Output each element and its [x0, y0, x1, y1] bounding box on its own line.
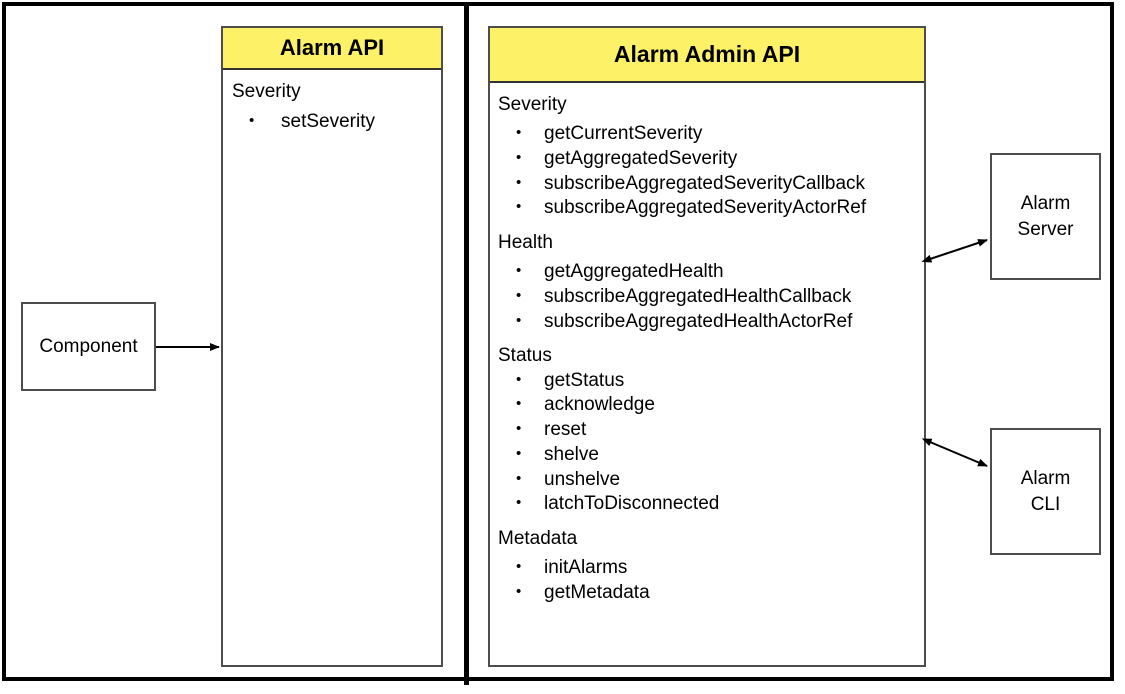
method-item[interactable]: subscribeAggregatedSeverityCallback	[490, 171, 924, 197]
section-title: Health	[498, 232, 553, 254]
alarm-server-line-2: Server	[1017, 218, 1074, 240]
method-item[interactable]: reset	[490, 417, 924, 443]
alarm-admin-api-header: Alarm Admin API	[490, 28, 924, 83]
section-severity: Severity getCurrentSeveritygetAggregatedS…	[490, 93, 924, 221]
section-health: HealthgetAggregatedHealthsubscribeAggreg…	[490, 231, 924, 334]
alarm-api-body: Severity setSeverity	[223, 70, 441, 135]
alarm-cli-line-2: CLI	[1030, 493, 1061, 515]
method-item[interactable]: getStatus	[490, 368, 924, 394]
method-item[interactable]: acknowledge	[490, 392, 924, 418]
alarm-server-line-1: Alarm	[1020, 193, 1071, 215]
component-box-label: Component	[39, 335, 138, 357]
section-title: Severity	[232, 81, 301, 102]
section-method-list: getCurrentSeveritygetAggregatedSeveritys…	[490, 121, 924, 221]
section-metadata: Metadata initAlarmsgetMetadata	[490, 527, 924, 606]
method-item[interactable]: getAggregatedSeverity	[490, 146, 924, 172]
alarm-cli-line-1: Alarm	[1020, 468, 1071, 490]
alarm-admin-api-card[interactable]: Alarm Admin API Severity getCurrentSeveri…	[488, 26, 926, 667]
method-item[interactable]: latchToDisconnected	[490, 491, 924, 517]
method-item[interactable]: subscribeAggregatedSeverityActorRef	[490, 195, 924, 221]
alarm-api-card[interactable]: Alarm API Severity setSeverity	[221, 26, 443, 667]
method-item[interactable]: subscribeAggregatedHealthActorRef	[490, 309, 924, 335]
method-item[interactable]: shelve	[490, 442, 924, 468]
panel-divider	[464, 2, 469, 685]
section-title: Status	[498, 345, 552, 367]
section-method-list: initAlarmsgetMetadata	[490, 555, 924, 606]
section-severity: Severity setSeverity	[223, 80, 441, 135]
alarm-admin-api-body: Severity getCurrentSeveritygetAggregatedS…	[490, 83, 924, 606]
method-item[interactable]: setSeverity	[223, 109, 441, 135]
method-item[interactable]: unshelve	[490, 467, 924, 493]
section-method-list: setSeverity	[223, 109, 441, 135]
section-method-list: getAggregatedHealthsubscribeAggregatedHe…	[490, 259, 924, 335]
outer-frame	[2, 2, 1114, 681]
method-item[interactable]: subscribeAggregatedHealthCallback	[490, 284, 924, 310]
section-title: Metadata	[498, 527, 578, 549]
method-item[interactable]: getAggregatedHealth	[490, 259, 924, 285]
component-box[interactable]: Component	[21, 302, 156, 391]
alarm-api-header: Alarm API	[223, 28, 441, 70]
section-title: Severity	[498, 94, 567, 115]
method-item[interactable]: getMetadata	[490, 580, 924, 606]
section-method-list: getStatusacknowledgeresetshelveunshelvel…	[490, 368, 924, 517]
method-item[interactable]: getCurrentSeverity	[490, 121, 924, 147]
method-item[interactable]: initAlarms	[490, 555, 924, 581]
section-status: StatusgetStatusacknowledgeresetshelveuns…	[490, 344, 924, 516]
